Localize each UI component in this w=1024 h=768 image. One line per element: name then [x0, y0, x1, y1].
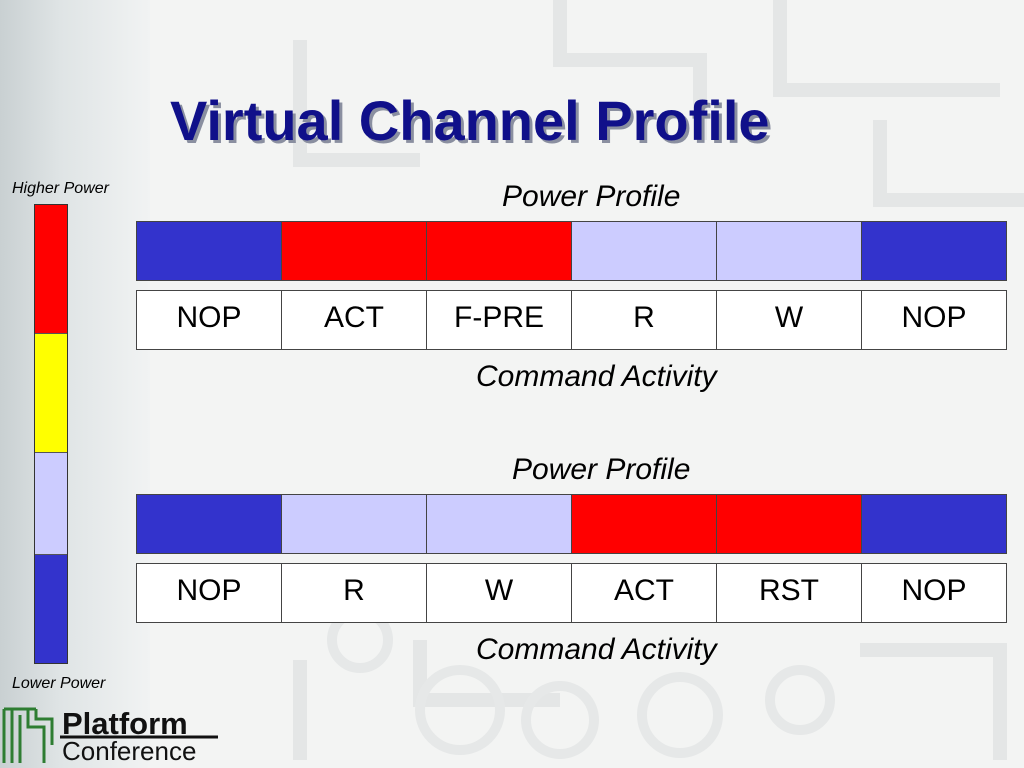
power-cell [862, 495, 1006, 553]
legend-level-yellow [35, 334, 67, 453]
command-cell: R [572, 291, 717, 349]
command-cell: RST [717, 564, 862, 622]
power-cell [427, 495, 572, 553]
command-cell: W [717, 291, 862, 349]
command-cell: NOP [137, 291, 282, 349]
slide-title: Virtual Channel Profile [170, 89, 770, 152]
power-cell [137, 495, 282, 553]
command-cell: NOP [137, 564, 282, 622]
power-cell [717, 495, 862, 553]
legend-lower-power-label: Lower Power [12, 675, 106, 692]
platform-conference-logo [2, 707, 218, 763]
legend-level-light-blue [35, 453, 67, 555]
legend-level-red [35, 205, 67, 334]
power-cell [137, 222, 282, 280]
command-row-2: NOP R W ACT RST NOP [136, 563, 1007, 623]
legend-higher-power-label: Higher Power [12, 180, 109, 197]
power-cell [427, 222, 572, 280]
power-profile-caption-2: Power Profile [512, 453, 691, 486]
power-profile-caption-1: Power Profile [502, 180, 681, 213]
background-left-texture [0, 0, 150, 768]
power-cell [717, 222, 862, 280]
command-activity-caption-1: Command Activity [476, 360, 717, 393]
power-profile-strip-2 [136, 494, 1007, 554]
command-cell: ACT [572, 564, 717, 622]
power-profile-strip-1 [136, 221, 1007, 281]
command-activity-caption-2: Command Activity [476, 633, 717, 666]
command-cell: NOP [901, 301, 967, 334]
logo-word-conference: Conference [62, 736, 197, 766]
command-cell: R [282, 564, 427, 622]
logo-word-platform: Platform [62, 706, 188, 741]
command-cell: F-PRE [427, 291, 572, 349]
power-cell [572, 222, 717, 280]
power-cell [572, 495, 717, 553]
command-cell: NOP [901, 574, 967, 607]
command-row-1: NOP ACT F-PRE R W NOP [136, 290, 1007, 350]
command-cell: ACT [282, 291, 427, 349]
power-cell [862, 222, 1006, 280]
power-legend-bar [34, 204, 68, 664]
legend-level-blue [35, 555, 67, 663]
power-cell [282, 222, 427, 280]
power-cell [282, 495, 427, 553]
command-cell: W [427, 564, 572, 622]
